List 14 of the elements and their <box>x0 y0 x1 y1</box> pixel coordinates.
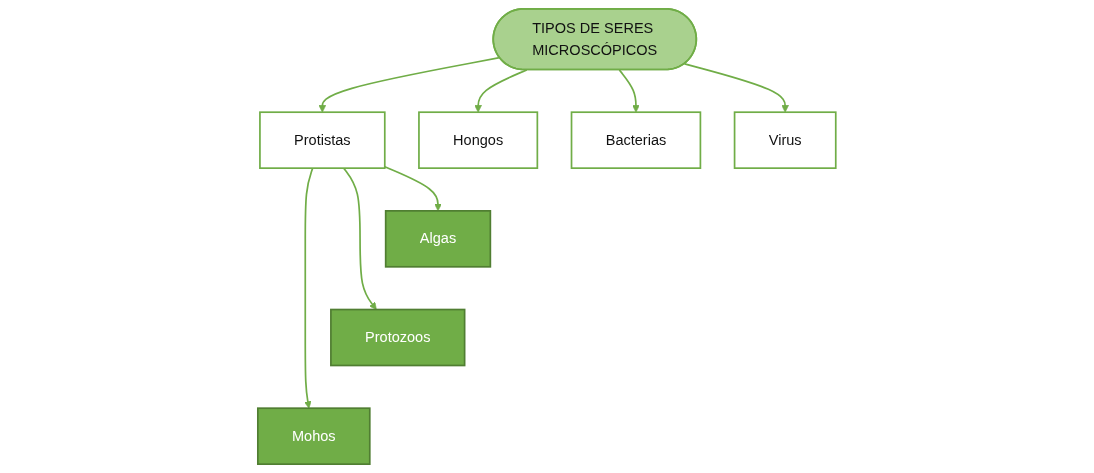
arrow <box>343 167 377 310</box>
arrow <box>304 167 314 409</box>
arrow <box>384 165 442 212</box>
arrow <box>618 69 640 113</box>
arrow <box>474 69 528 113</box>
node-box: Protistas <box>259 111 386 169</box>
node-box: Bacterias <box>570 111 702 169</box>
node-box: Mohos <box>257 407 371 465</box>
node-box: Protozoos <box>330 308 466 367</box>
arrow <box>318 56 501 113</box>
node-box: Hongos <box>418 111 539 169</box>
node-box: Virus <box>733 111 837 169</box>
arrow <box>683 63 790 113</box>
node-box: Algas <box>385 210 492 268</box>
